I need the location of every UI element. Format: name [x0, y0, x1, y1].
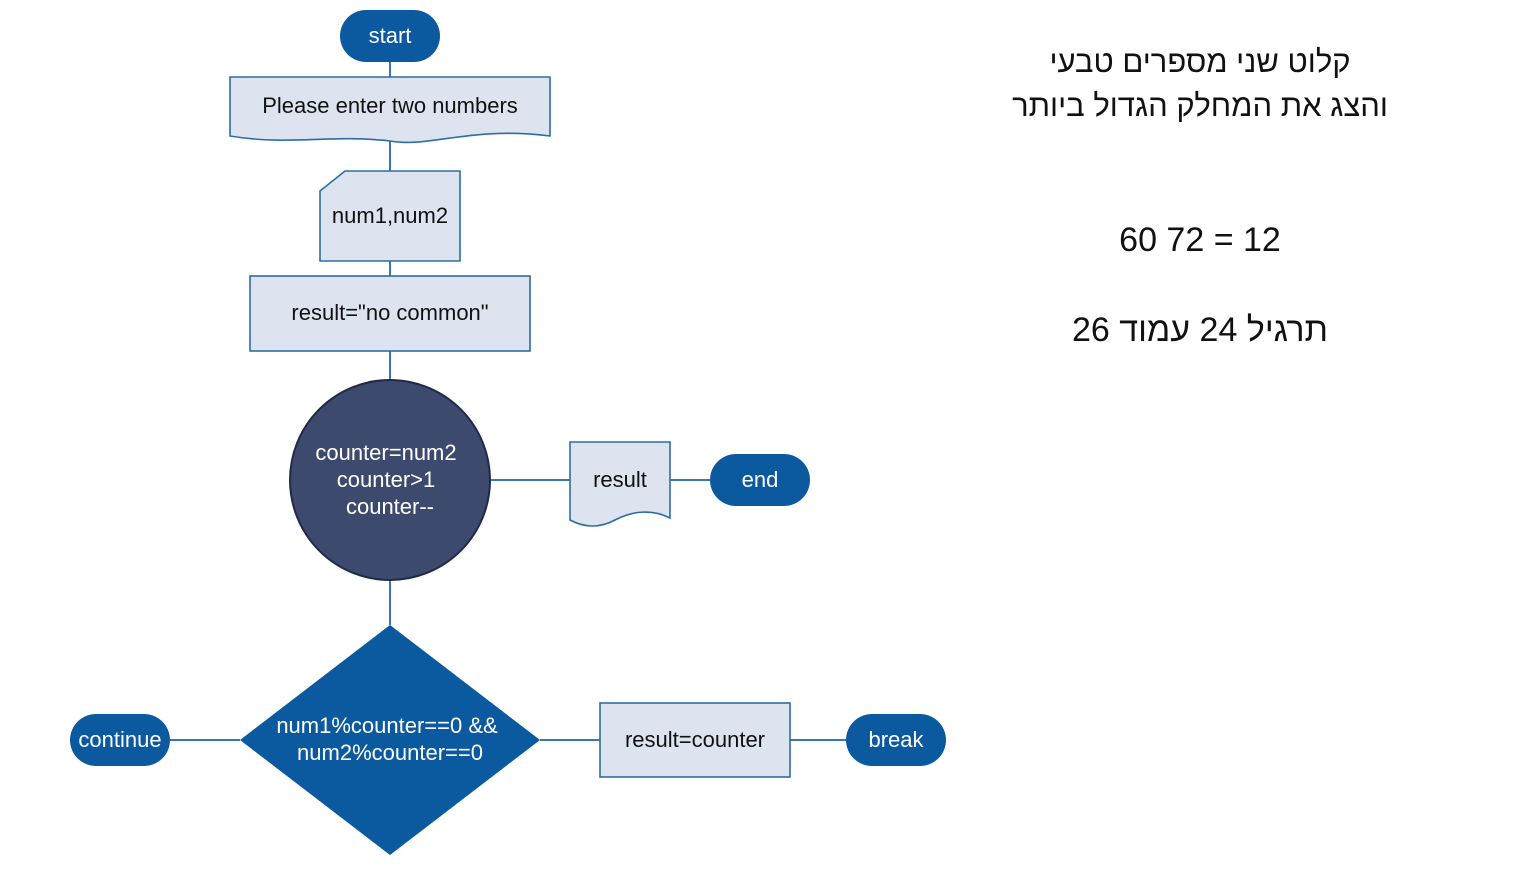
- loop-line-1: counter=num2: [315, 440, 456, 465]
- break-label: break: [868, 727, 924, 752]
- output-node: result: [569, 441, 671, 527]
- task-title: קלוט שני מספרים טבעי והצג את המחלק הגדול…: [940, 40, 1460, 128]
- assign-node: result=counter: [599, 702, 791, 778]
- break-node: break: [846, 714, 946, 766]
- input-label: num1,num2: [332, 203, 448, 228]
- output-label: result: [593, 467, 647, 492]
- condition-node: num1%counter==0 && num2%counter==0: [240, 625, 540, 855]
- continue-label: continue: [78, 727, 161, 752]
- example-equation: 60 72 = 12: [1119, 221, 1281, 259]
- task-title-line-1: קלוט שני מספרים טבעי: [1049, 44, 1351, 79]
- prompt-node: Please enter two numbers: [229, 76, 551, 144]
- continue-node: continue: [70, 714, 170, 766]
- end-label: end: [742, 467, 779, 492]
- condition-line-2: num2%counter==0: [297, 740, 483, 765]
- connectors: [170, 62, 846, 741]
- condition-line-1: num1%counter==0 &&: [276, 713, 498, 738]
- prompt-label: Please enter two numbers: [262, 93, 518, 118]
- exercise-reference: תרגיל 24 עמוד 26: [1071, 311, 1328, 349]
- loop-line-2: counter>1: [337, 467, 435, 492]
- start-label: start: [369, 23, 412, 48]
- init-node: result="no common": [249, 275, 531, 352]
- start-node: start: [340, 10, 440, 62]
- end-node: end: [710, 454, 810, 506]
- loop-line-3: counter--: [346, 494, 434, 519]
- init-label: result="no common": [291, 300, 488, 325]
- input-node: num1,num2: [319, 170, 461, 262]
- task-title-line-2: והצג את המחלק הגדול ביותר: [1012, 88, 1388, 123]
- assign-label: result=counter: [625, 727, 765, 752]
- loop-node: counter=num2 counter>1 counter--: [289, 379, 491, 581]
